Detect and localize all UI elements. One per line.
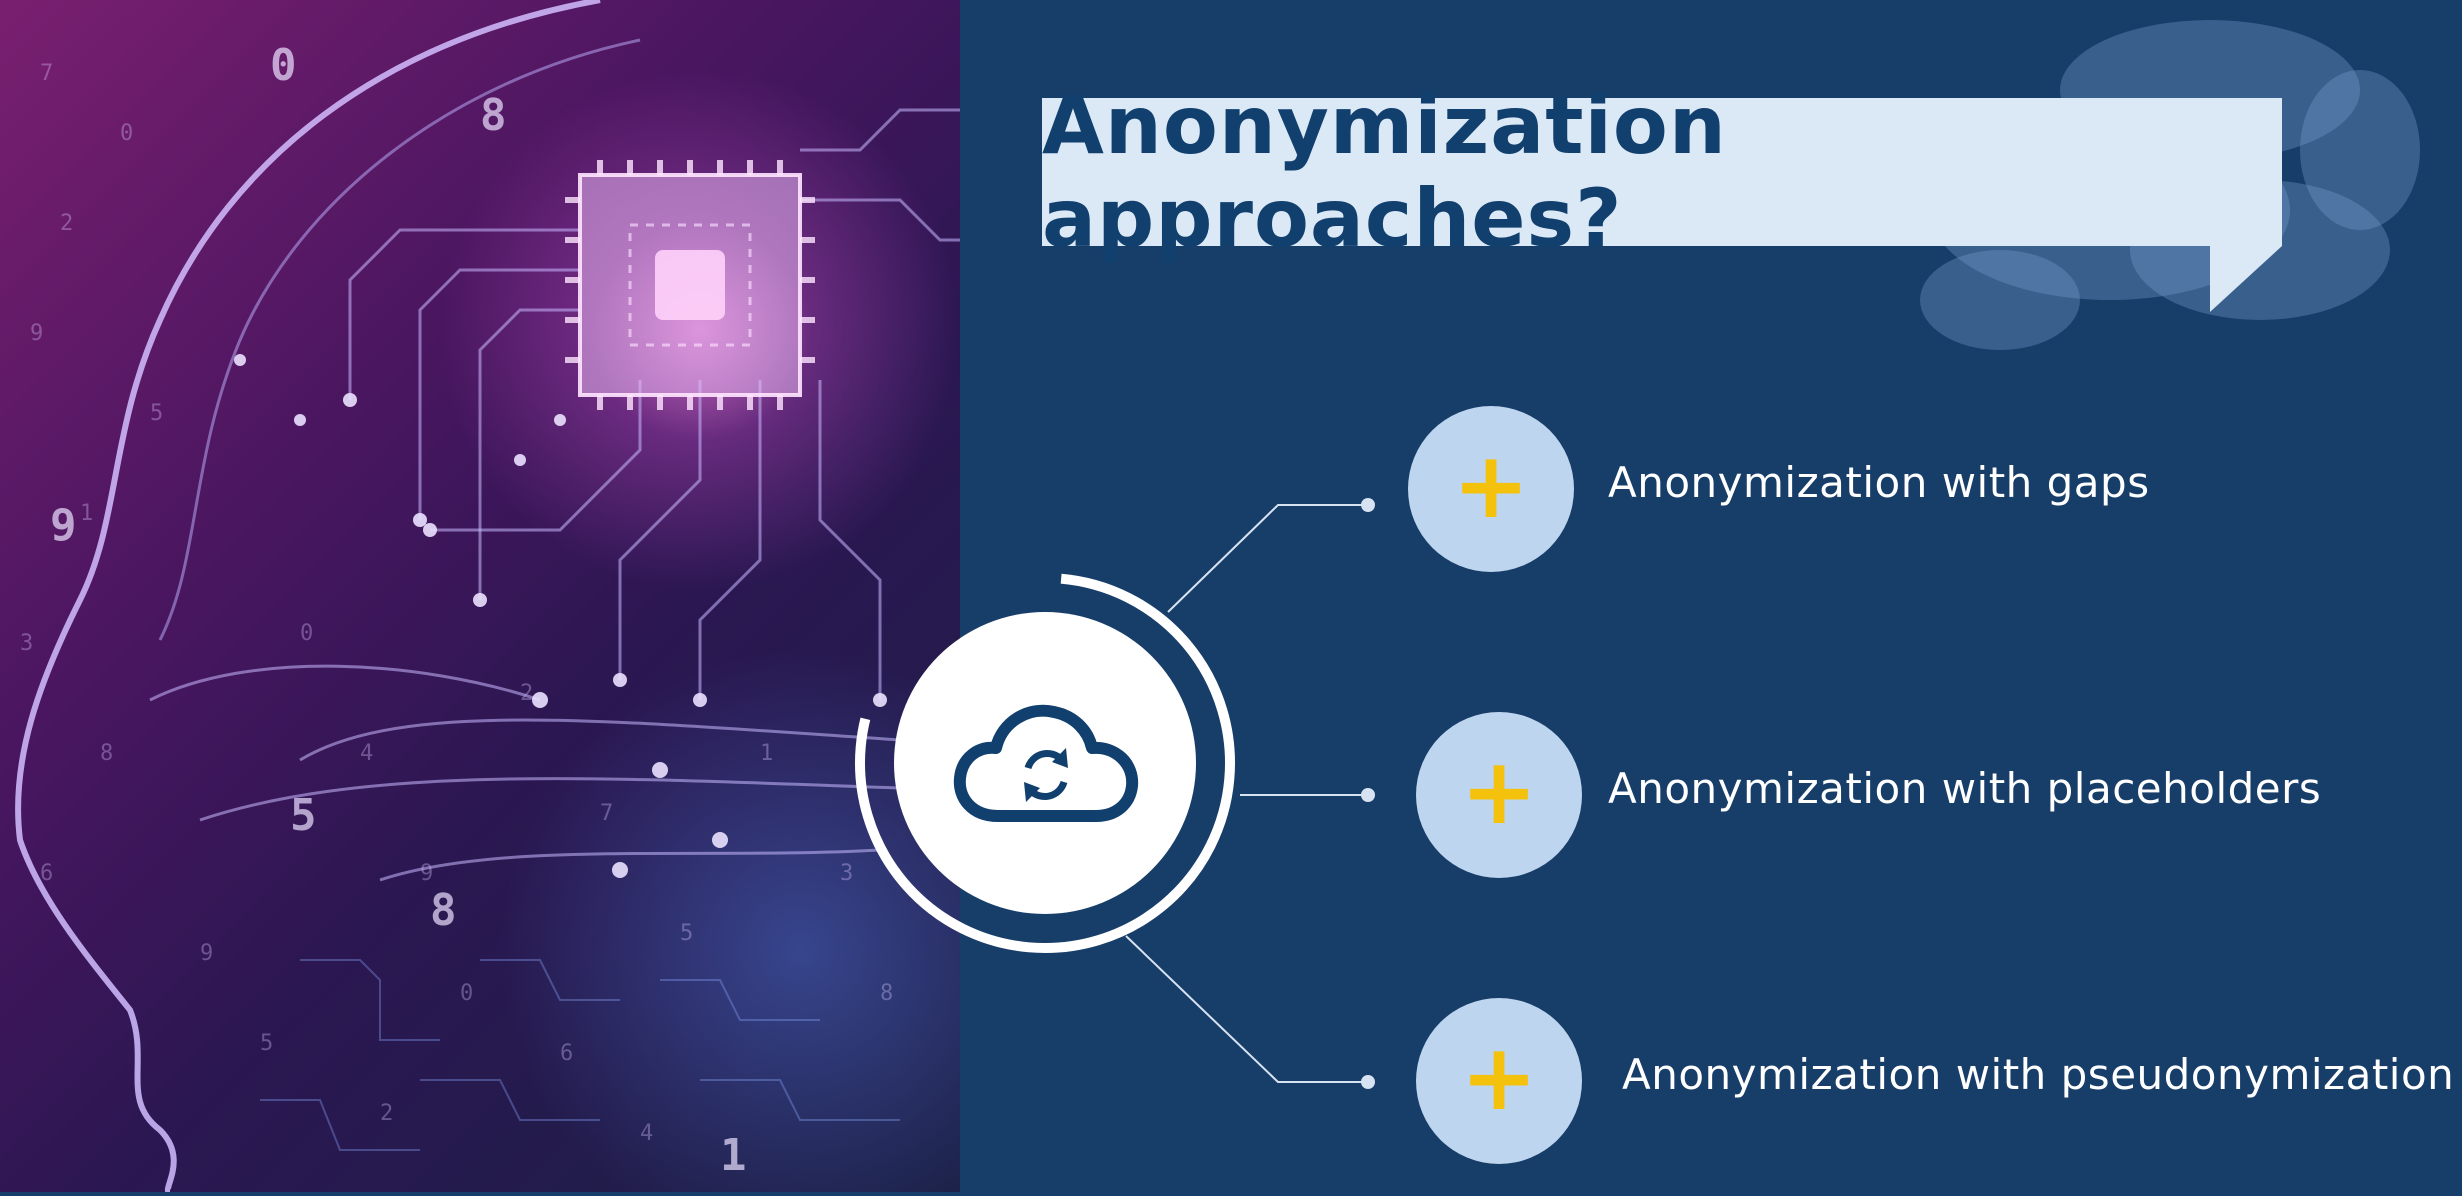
svg-text:8: 8 [100, 741, 113, 766]
item-1-label: Anonymization with gaps [1608, 458, 2150, 507]
svg-text:6: 6 [560, 1041, 573, 1066]
item-2-icon-circle: + [1416, 712, 1582, 878]
title-banner: Anonymization approaches? [1042, 79, 2282, 265]
svg-text:3: 3 [840, 861, 853, 886]
svg-text:2: 2 [520, 681, 533, 706]
svg-text:8: 8 [430, 885, 457, 936]
item-1-icon-circle: + [1408, 406, 1574, 572]
plus-icon: + [1452, 432, 1530, 539]
center-icon-disc [894, 612, 1196, 914]
head-circuit-illustration: 702 951 386 049 275 138 602 594 089 581 [15, 0, 960, 1192]
svg-text:9: 9 [200, 941, 213, 966]
cloud-sync-icon [953, 704, 1139, 822]
svg-text:0: 0 [300, 621, 313, 646]
svg-text:7: 7 [40, 61, 53, 86]
svg-text:5: 5 [680, 921, 693, 946]
item-2-label: Anonymization with placeholders [1608, 764, 2322, 813]
svg-text:1: 1 [720, 1130, 747, 1181]
slide-title: Anonymization approaches? [1042, 79, 1727, 265]
svg-text:6: 6 [40, 861, 53, 886]
svg-text:4: 4 [640, 1121, 653, 1146]
svg-text:8: 8 [480, 90, 507, 141]
item-3-icon-circle: + [1416, 998, 1582, 1164]
svg-text:2: 2 [380, 1101, 393, 1126]
svg-text:0: 0 [460, 981, 473, 1006]
svg-text:1: 1 [760, 741, 773, 766]
svg-text:2: 2 [60, 211, 73, 236]
svg-text:5: 5 [150, 401, 163, 426]
svg-text:5: 5 [290, 790, 317, 841]
svg-text:8: 8 [880, 981, 893, 1006]
svg-text:9: 9 [50, 500, 77, 551]
item-3-label: Anonymization with pseudonymization [1622, 1050, 2455, 1099]
svg-text:4: 4 [360, 741, 373, 766]
plus-icon: + [1460, 1024, 1538, 1131]
svg-text:9: 9 [30, 321, 43, 346]
svg-text:0: 0 [270, 40, 297, 91]
plus-icon: + [1460, 738, 1538, 845]
svg-text:1: 1 [80, 501, 93, 526]
svg-text:3: 3 [20, 631, 33, 656]
svg-text:5: 5 [260, 1031, 273, 1056]
svg-text:7: 7 [600, 801, 613, 826]
svg-text:0: 0 [120, 121, 133, 146]
